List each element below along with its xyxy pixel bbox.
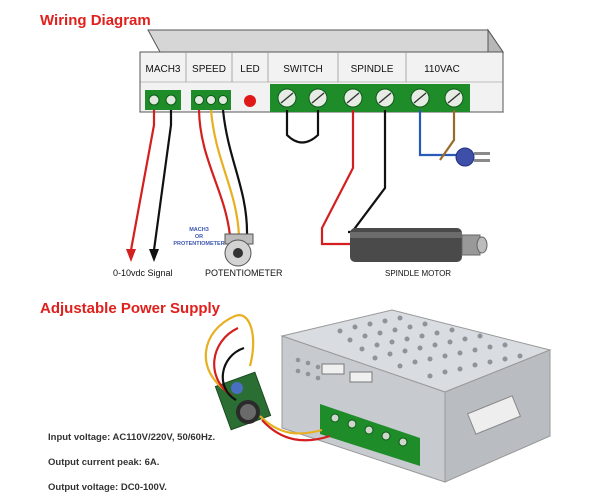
wiring-diagram-title: Wiring Diagram [40,12,151,29]
mach3-terminal-block [145,90,181,110]
ac-plug-icon [455,147,490,167]
terminal-label-mach3: MACH3 [145,64,180,75]
terminal-label-switch: SWITCH [283,64,322,75]
power-supply-title: Adjustable Power Supply [40,300,221,317]
psu-wires [204,314,331,442]
signal-arrow-black [149,249,159,262]
psu-terminal-block [320,404,420,466]
front-label-1 [321,363,345,375]
potentiometer-knob-icon [224,233,254,267]
terminal-label-speed: SPEED [192,64,226,75]
wires [129,109,456,251]
power-supply-photo [204,309,552,483]
terminal-label-spindle: SPINDLE [351,64,394,75]
signal-arrow-red [126,249,136,262]
spindle-motor-icon [350,228,488,262]
vent-holes [337,315,523,379]
potentiometer-label: POTENTIOMETER [205,268,283,278]
spec-output-voltage: Output voltage: DC0-100V. [48,482,167,493]
signal-label: 0-10vdc Signal [113,268,173,278]
wiring-diagram: MACH3 SPEED LED SWITCH SPINDLE 110VAC [113,28,504,278]
front-label-2 [349,371,373,383]
speed-control-board [214,371,272,431]
spindle-motor-label: SPINDLE MOTOR [385,269,451,278]
terminal-label-110vac: 110VAC [424,64,460,75]
spec-sticker [466,395,522,435]
speed-terminal-block [191,90,231,110]
front-vents [295,357,321,381]
power-terminal-block [270,84,470,112]
spec-input-voltage: Input voltage: AC110V/220V, 50/60Hz. [48,432,216,443]
spec-output-current: Output current peak: 6A. [48,457,160,468]
led-indicator-icon [244,95,256,107]
terminal-label-led: LED [240,64,259,75]
